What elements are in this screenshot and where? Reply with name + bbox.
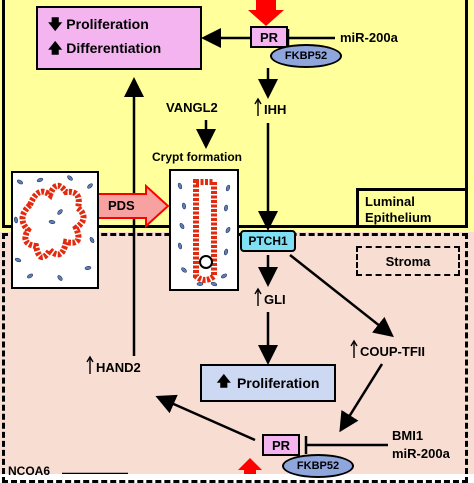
fkbp52-pill-stroma: FKBP52 — [282, 454, 354, 478]
pr-box-epithelium: PR — [250, 26, 288, 48]
differentiation-increase-label: 🡅 Differentiation — [48, 40, 162, 56]
mir200a-label-epithelium: miR-200a — [340, 30, 398, 45]
gli-label: GLI — [264, 292, 286, 307]
down-arrow-icon: 🡇 — [48, 16, 63, 32]
hand2-label: HAND2 — [96, 360, 141, 375]
fkbp52-pill-epithelium: FKBP52 — [270, 44, 342, 68]
hormone-arrow-top — [248, 0, 284, 26]
coup-tfii-label: COUP-TFII — [360, 344, 425, 359]
stroma-proliferation-box: 🡅 Proliferation — [200, 364, 336, 402]
vangl2-label: VANGL2 — [166, 100, 218, 115]
ptch1-box: PTCH1 — [240, 230, 296, 252]
stroma-label: Stroma — [356, 246, 460, 276]
pds-label: PDS — [108, 198, 135, 213]
up-arrow-icon: 🡅 — [48, 40, 63, 56]
hormone-arrow-bottom — [238, 458, 262, 474]
arrow-ptch1-to-coup — [289, 254, 394, 338]
crypt-formation-label: Crypt formation — [152, 150, 242, 164]
arrow-pr-to-hand2 — [155, 394, 256, 442]
mir200a-label-stroma: miR-200a — [392, 446, 450, 461]
ihh-label: IHH — [264, 102, 287, 117]
pr-box-stroma: PR — [262, 434, 300, 456]
pds-arrow — [97, 183, 170, 229]
proliferation-decrease-label: 🡇 Proliferation — [48, 16, 149, 32]
epithelium-label: Epithelium — [365, 210, 432, 225]
arrow-coup-to-pr — [339, 363, 384, 433]
bmi1-label: BMI1 — [392, 428, 424, 443]
up-arrow-icon: 🡅 — [216, 373, 231, 389]
luminal-label: Luminal — [365, 194, 415, 209]
luminal-epithelium-label-box: Luminal Epithelium — [356, 188, 468, 228]
ncoa6-label: NCOA6 — [8, 464, 51, 478]
prolif-diff-box: 🡇 Proliferation 🡅 Differentiation — [36, 6, 202, 70]
